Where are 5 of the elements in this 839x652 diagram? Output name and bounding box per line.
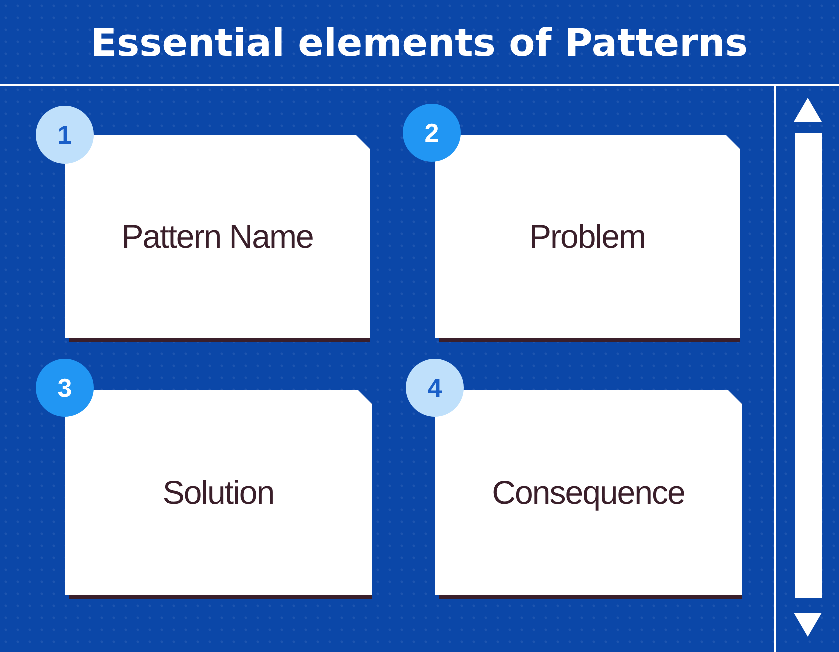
title: Essential elements of Patterns: [90, 20, 749, 67]
card-title: Consequence: [492, 474, 685, 512]
card-title: Pattern Name: [122, 218, 314, 256]
card-title: Solution: [162, 474, 274, 512]
card-title: Problem: [530, 218, 646, 256]
